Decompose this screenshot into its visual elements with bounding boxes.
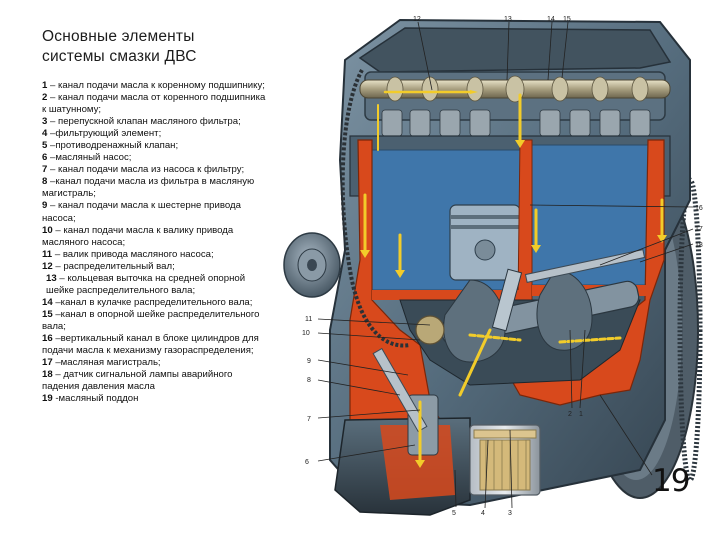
callout-6: 6	[305, 459, 309, 466]
callout-18: 18	[695, 242, 703, 249]
legend-item-text: – канал подачи масла к коренному подшипн…	[47, 80, 265, 91]
callout-7: 7	[307, 416, 311, 423]
legend-item-text: – канал подачи масла из насоса к фильтру…	[47, 164, 245, 176]
legend-item-number: 8	[42, 176, 48, 188]
title-line-2: системы смазки ДВС	[42, 48, 197, 65]
callout-15: 15	[563, 16, 571, 23]
legend-item-number: 14	[42, 296, 53, 308]
legend-item: 4 –фильтрующий элемент;	[42, 128, 267, 140]
callout-4: 4	[481, 510, 485, 517]
legend-item: 2 – канал подачи масла от коренного подш…	[42, 92, 267, 116]
legend-item-text: – распределительный вал;	[52, 260, 175, 272]
callout-19-large: 19	[652, 463, 690, 499]
legend-item-number: 18	[42, 369, 53, 381]
callout-17: 17	[695, 226, 703, 233]
legend-item: 18 – датчик сигнальной лампы аварийного …	[42, 369, 267, 393]
legend-item-text: –вертикальный канал в блоке цилиндров дл…	[42, 332, 259, 357]
legend-item: 17 –масляная магистраль;	[42, 357, 267, 369]
legend-item-number: 2	[42, 92, 48, 104]
legend-item-text: –канал подачи масла из фильтра в масляну…	[42, 176, 255, 200]
legend-item-text: –канал в опорной шейке распределительног…	[42, 308, 260, 332]
callout-3: 3	[508, 510, 512, 517]
legend-item-text: –противодренажный клапан;	[47, 140, 179, 152]
legend-item: 11 – валик привода масляного насоса;	[42, 249, 267, 261]
page-title: Основные элементы системы смазки ДВС	[42, 27, 272, 67]
callout-11: 11	[305, 316, 312, 323]
legend-item-text: – кольцевая выточка на средней опорной ш…	[46, 272, 246, 296]
legend-item-text: – датчик сигнальной лампы аварийного пад…	[42, 369, 233, 393]
legend-item: 5 –противодренажный клапан;	[42, 140, 267, 152]
legend-item: 8 –канал подачи масла из фильтра в масля…	[42, 176, 267, 200]
callout-5: 5	[452, 510, 456, 517]
legend-item-number: 4	[42, 128, 48, 140]
callout-10: 10	[302, 330, 310, 337]
callout-8: 8	[307, 377, 311, 384]
legend-item: 6 –масляный насос;	[42, 152, 267, 164]
legend-item-number: 9	[42, 200, 48, 212]
legend-item-text: – канал подачи масла к валику привода ма…	[42, 224, 234, 248]
legend-item-number: 10	[42, 224, 53, 236]
legend-item-text: -масляный поддон	[52, 393, 139, 405]
legend-item-number: 17	[42, 357, 53, 369]
legend-item-number: 15	[42, 308, 53, 320]
legend-item-number: 19	[42, 393, 53, 405]
legend-item-text: – валик привода масляного насоса;	[52, 248, 214, 260]
legend-item: 9 – канал подачи масла к шестерне привод…	[42, 200, 267, 224]
callout-2: 2	[568, 411, 572, 418]
legend-item: 3 – перепускной клапан масляного фильтра…	[42, 116, 267, 128]
legend-item-text: – перепускной клапан масляного фильтра;	[47, 116, 241, 128]
title-line-1: Основные элементы	[42, 28, 195, 45]
piston	[449, 204, 521, 281]
legend-item-number: 5	[42, 140, 48, 152]
legend-item: 19 -масляный поддон	[42, 393, 267, 405]
callout-16: 16	[695, 205, 703, 212]
legend-item: 7 – канал подачи масла из насоса к фильт…	[42, 164, 267, 176]
callout-leader-lines	[317, 21, 694, 509]
legend-item: 13 – кольцевая выточка на средней опорно…	[42, 273, 267, 297]
legend-item-text: –фильтрующий элемент;	[47, 128, 162, 140]
legend-item: 16 –вертикальный канал в блоке цилиндров…	[42, 333, 267, 357]
legend-item: 14 –канал в кулачке распределительного в…	[42, 297, 267, 309]
legend-item: 15 –канал в опорной шейке распределитель…	[42, 309, 267, 333]
legend-item-text: –канал в кулачке распределительного вала…	[52, 296, 253, 308]
legend-item-number: 3	[42, 116, 48, 128]
legend-item-number: 13	[46, 272, 57, 284]
legend-item-number: 11	[42, 248, 53, 260]
legend-list: 1 – канал подачи масла к коренному подши…	[42, 80, 267, 405]
legend-item-text: –масляный насос;	[47, 152, 132, 164]
callout-9: 9	[307, 358, 311, 365]
legend-item-number: 12	[42, 260, 53, 272]
legend-item: 10 – канал подачи масла к валику привода…	[42, 225, 267, 249]
oil-filter	[469, 424, 541, 496]
legend-item-number: 1	[42, 80, 48, 91]
legend-item-text: –масляная магистраль;	[52, 357, 161, 369]
legend-item: 12 – распределительный вал;	[42, 261, 267, 273]
callout-13: 13	[504, 16, 512, 23]
oil-flow-arrowheads	[360, 90, 667, 468]
legend-item-text: – канал подачи масла от коренного подшип…	[42, 92, 266, 116]
callout-14: 14	[547, 16, 555, 23]
oil-flow-arrows	[363, 90, 664, 462]
oil-main-gallery	[524, 249, 646, 283]
water-pump-pulley	[283, 232, 341, 298]
callout-12: 12	[413, 16, 421, 23]
callout-1: 1	[579, 411, 583, 418]
oil-pan	[334, 417, 471, 516]
legend-item-number: 7	[42, 164, 48, 176]
legend-item: 1 – канал подачи масла к коренному подши…	[42, 80, 267, 92]
legend-item-number: 16	[42, 332, 53, 344]
legend-item-text: – канал подачи масла к шестерне привода …	[42, 200, 241, 224]
legend-item-number: 6	[42, 152, 48, 164]
